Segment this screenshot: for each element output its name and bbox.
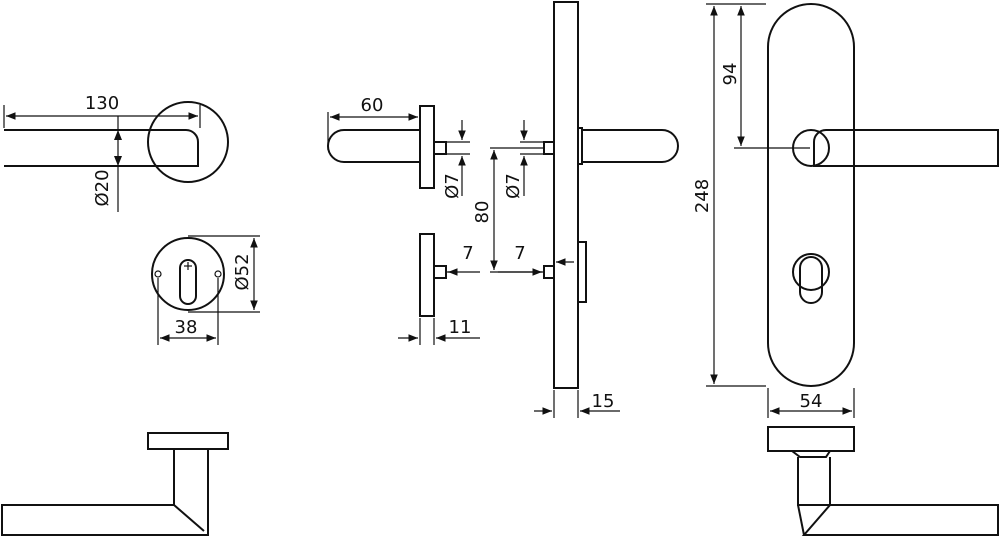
side-view-cylinder-rose: 7 11 [398,233,480,345]
rose-top-plate [147,432,229,450]
side-view-plate: 80 Ø7 7 15 [472,1,679,418]
side-plate-cylinder-boss [577,241,587,303]
dim-pin-len-left: 7 [462,243,473,264]
side-view-rose: 60 Ø7 [327,95,470,199]
front-view-plate: 248 94 54 [692,3,999,418]
dim-pin-len-right: 7 [514,243,525,264]
side-cyl-rose-plate [419,233,435,317]
dim-side-projection: 60 [361,95,384,116]
side-plate-pin-bottom [543,265,555,279]
dim-rose-lever-dia: Ø20 [92,169,113,206]
dim-pin-spacing: 80 [472,201,493,224]
dim-lever-length: 130 [85,93,119,114]
side-plate-lever [582,129,679,163]
side-rose-plate [419,105,435,189]
screw-hole-left [154,270,162,278]
cylinder-hole [179,259,197,305]
plate-top-outline [767,426,855,452]
dim-plate-width: 54 [800,391,823,412]
side-lever-outline [327,129,420,163]
front-plate-cylinder-hole [799,256,823,304]
screw-hole-right [214,270,222,278]
dim-plate-thickness: 15 [592,391,615,412]
lever-outline [4,129,199,167]
rose-lever-top-view [1,432,229,536]
side-cyl-stub [433,265,447,279]
dim-rose-thickness: 11 [449,317,472,338]
dim-cyl-rose-dia: Ø52 [232,253,253,290]
dim-plate-height: 248 [692,179,713,213]
cylinder-rose-view: Ø52 38 [151,235,260,345]
side-plate-outline [553,1,579,389]
dim-pin-dia-left: Ø7 [442,173,463,199]
rose-outline [147,101,229,183]
dim-hole-spacing: 38 [175,317,198,338]
dim-lever-axis-height: 94 [720,63,741,86]
cylinder-rose-outline [151,237,225,311]
front-plate-outline [767,3,855,387]
side-plate-pin-top [543,141,555,155]
rose-lever-view: 130 Ø20 [3,93,229,212]
lever-top-outline [1,449,209,536]
dim-pin-dia-right: Ø7 [503,173,524,199]
front-plate-lever [813,129,999,167]
plate-lever-top-outline [797,457,999,536]
plate-lever-top-view [767,426,999,536]
side-spindle-stub [433,141,447,155]
